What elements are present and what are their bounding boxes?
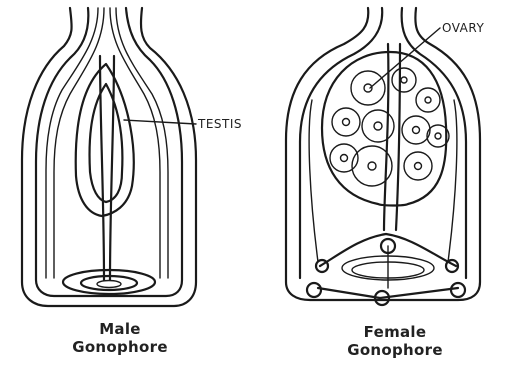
female-inner-wall bbox=[300, 8, 466, 278]
ovary-label: OVARY bbox=[442, 21, 484, 35]
female-gonophore: OVARY bbox=[286, 8, 484, 305]
female-radial-canal-left bbox=[309, 100, 318, 262]
male-gonophore: TESTIS bbox=[22, 8, 242, 306]
ovary-eggs bbox=[330, 68, 449, 186]
testis-label: TESTIS bbox=[197, 117, 242, 131]
bulb-right-low bbox=[451, 283, 465, 297]
female-caption: Female Gonophore bbox=[330, 323, 460, 359]
female-caption-line2: Gonophore bbox=[330, 341, 460, 359]
bulb-left-low bbox=[307, 283, 321, 297]
female-manubrium bbox=[384, 44, 400, 230]
male-velum-core bbox=[97, 281, 121, 288]
male-caption-line2: Gonophore bbox=[64, 338, 176, 356]
testis-inner bbox=[90, 84, 123, 202]
female-caption-line1: Female bbox=[330, 323, 460, 341]
male-caption-line1: Male bbox=[64, 320, 176, 338]
male-radial-canal-right-inner bbox=[110, 8, 160, 278]
testis-pointer bbox=[124, 120, 196, 124]
male-caption: Male Gonophore bbox=[64, 320, 176, 356]
female-radial-canal-right bbox=[448, 100, 457, 262]
